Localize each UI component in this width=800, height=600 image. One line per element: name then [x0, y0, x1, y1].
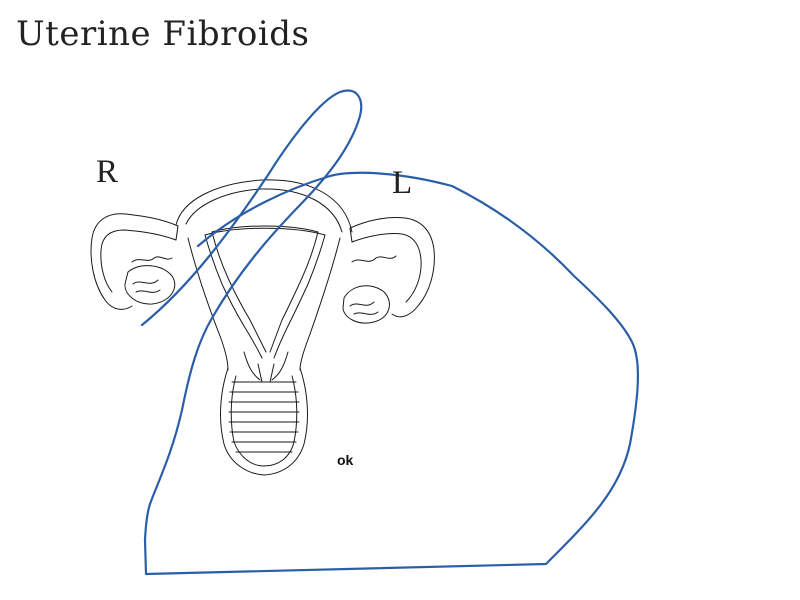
page-title: Uterine Fibroids [16, 14, 310, 54]
annotation-stroke-outline [143, 171, 639, 576]
annotation-strokes [140, 89, 639, 576]
left-side-label: L [392, 165, 413, 201]
uterus-illustration [90, 179, 435, 476]
right-side-label: R [96, 154, 119, 190]
annotation-text: ok [337, 452, 354, 468]
annotation-stroke-tube [140, 89, 363, 506]
